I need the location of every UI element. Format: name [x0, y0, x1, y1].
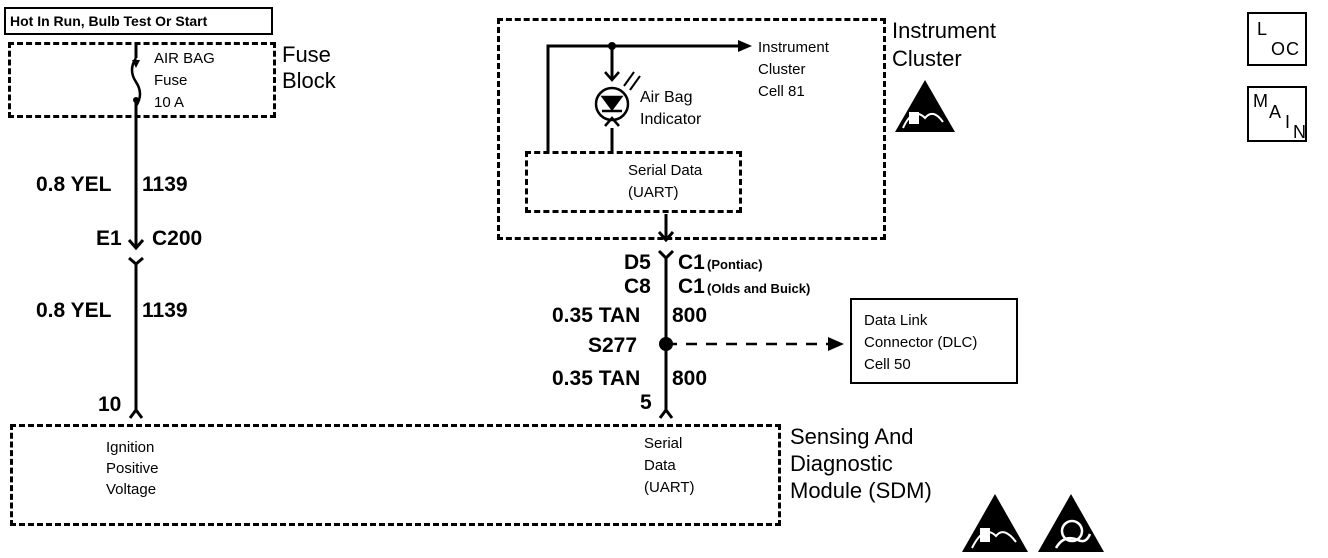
connector-c200-label: C200	[152, 227, 203, 250]
sdm-pin-10: 10	[98, 393, 122, 416]
fuse-name: AIR BAG	[154, 50, 215, 67]
main-button[interactable]: M A I N	[1247, 86, 1307, 142]
ic-internal-feed	[546, 44, 740, 153]
fuse-block-title-2: Block	[282, 68, 336, 93]
wire-gauge-bottom-right: 0.35 TAN	[552, 367, 641, 390]
sdm-pin-10-terminal	[128, 407, 144, 419]
fuse-rating: 10 A	[154, 94, 185, 111]
indicator-label-2: Indicator	[640, 111, 702, 128]
esd-warning-icon	[895, 80, 955, 132]
dlc-arrowhead	[828, 337, 844, 351]
power-source-label-box: Hot In Run, Bulb Test Or Start	[4, 7, 273, 35]
airbag-indicator-led-icon	[594, 71, 641, 127]
ic-ref-line1: Instrument	[758, 39, 829, 56]
wire-circuit-top-left: 1139	[142, 173, 188, 196]
fuse-symbol	[130, 57, 142, 107]
connector-c1-label: C1	[678, 251, 705, 274]
fuse-block-box	[8, 42, 276, 118]
sdm-box	[10, 424, 781, 526]
sdm-ignition-label: Ignition	[106, 439, 155, 456]
ic-junction-dot	[608, 42, 616, 50]
dlc-label-2: Connector (DLC)	[864, 334, 978, 351]
ic-serial-label-2: (UART)	[628, 184, 679, 201]
wire-gauge-bottom-left: 0.8 YEL	[36, 299, 112, 322]
airbag-warning-icon	[1038, 494, 1104, 552]
connector-c1-note-2: (Olds and Buick)	[707, 281, 811, 296]
fuse-terminal-bottom	[133, 97, 139, 103]
wire-circuit-top-right: 800	[672, 304, 708, 327]
wire-gauge-top-left: 0.8 YEL	[36, 173, 112, 196]
sdm-serial-label: Serial	[644, 435, 683, 452]
instrument-cluster-title: Instrument	[892, 18, 996, 43]
indicator-label: Air Bag	[640, 89, 693, 106]
dlc-box	[850, 298, 1018, 384]
main-button-letter-i: I	[1285, 112, 1291, 132]
sdm-serial-label-2: Data	[644, 457, 676, 474]
wire-circuit-bottom-right: 800	[672, 367, 708, 390]
dlc-cell-ref: Cell 50	[864, 356, 911, 373]
instrument-cluster-box	[497, 18, 886, 240]
fuse-label: Fuse	[154, 72, 188, 89]
wire-circuit-bottom-left: 1139	[142, 299, 188, 322]
splice-s277-label: S277	[588, 334, 638, 357]
sdm-ignition-label-3: Voltage	[106, 481, 157, 498]
ic-ref-arrowhead	[738, 40, 752, 52]
main-button-letter-m: M	[1253, 91, 1268, 111]
ic-ref-line2: Cluster	[758, 61, 806, 78]
wire-gauge-top-right: 0.35 TAN	[552, 304, 641, 327]
main-button-letter-a: A	[1269, 102, 1282, 122]
ic-serial-data-box	[525, 151, 742, 213]
ic-ref-line3: Cell 81	[758, 83, 805, 100]
connector-c1-terminal	[657, 249, 675, 261]
sdm-ignition-label-2: Positive	[106, 460, 159, 477]
ic-serial-arrow	[657, 231, 675, 243]
sdm-pin-5-terminal	[658, 407, 674, 419]
sdm-title-2: Diagnostic	[790, 451, 893, 476]
sdm-serial-label-3: (UART)	[644, 479, 695, 496]
sdm-title-3: Module (SDM)	[790, 478, 932, 503]
loc-button-letters-oc: OC	[1271, 39, 1300, 59]
connector-pin-e1: E1	[96, 227, 122, 250]
power-source-label: Hot In Run, Bulb Test Or Start	[10, 13, 208, 29]
splice-s277-dot	[659, 337, 673, 351]
ic-serial-label: Serial Data	[628, 162, 703, 179]
connector-c1-label-2: C1	[678, 275, 705, 298]
main-button-letter-n: N	[1293, 122, 1306, 142]
loc-button-letter-l: L	[1257, 19, 1268, 39]
connector-c1-note: (Pontiac)	[707, 257, 763, 272]
sdm-title: Sensing And	[790, 424, 914, 449]
connector-pin-c8: C8	[624, 275, 651, 298]
connector-pin-d5: D5	[624, 251, 651, 274]
connector-c200-female	[127, 239, 145, 251]
dlc-label: Data Link	[864, 312, 928, 329]
sdm-pin-5: 5	[640, 391, 652, 414]
fuse-block-title: Fuse	[282, 42, 331, 67]
instrument-cluster-title-2: Cluster	[892, 46, 962, 71]
fuse-terminal-top	[132, 60, 140, 68]
loc-button[interactable]: L OC	[1247, 12, 1307, 66]
esd-warning-icon-bottom	[962, 494, 1028, 552]
